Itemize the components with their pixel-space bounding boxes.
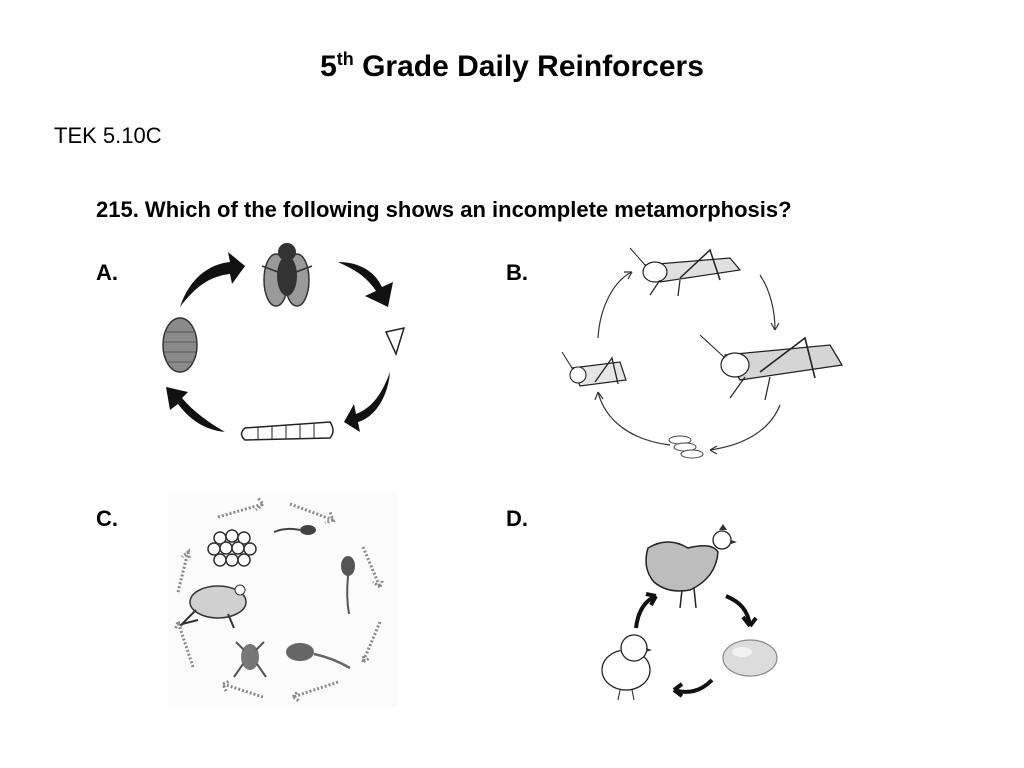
- tek-label: TEK 5.10C: [54, 123, 162, 148]
- chick-icon: [601, 634, 652, 701]
- cycle-arrow-icon: [180, 252, 245, 307]
- option-b-label: B.: [506, 260, 528, 285]
- froglet-icon: [233, 641, 267, 678]
- cycle-arrow-icon: [597, 391, 671, 446]
- egg-icon: [384, 326, 406, 357]
- frog-eggs-icon: [207, 529, 257, 567]
- egg-icon: [668, 435, 704, 459]
- cycle-arrow-icon: [166, 387, 225, 432]
- fly-icon: [261, 243, 313, 307]
- grasshopper-icon: [699, 334, 844, 401]
- option-d-label: D.: [506, 506, 528, 531]
- title-number: 5: [320, 50, 337, 83]
- larva-icon: [240, 421, 334, 441]
- cycle-arrow-icon: [344, 372, 390, 432]
- option-b-diagram: [560, 240, 850, 465]
- nymph-icon: [561, 351, 627, 387]
- slide-title: 5th Grade Daily Reinforcers: [0, 50, 1024, 84]
- egg-icon: [722, 639, 778, 677]
- option-a-label: A.: [96, 260, 118, 285]
- cycle-arrow-icon: [338, 262, 393, 307]
- question-text: 215. Which of the following shows an inc…: [96, 197, 792, 222]
- hen-icon: [645, 524, 737, 609]
- option-d-diagram: [590, 518, 780, 703]
- cycle-arrow-icon: [709, 404, 781, 451]
- title-text: Grade Daily Reinforcers: [353, 50, 704, 83]
- title-superscript: th: [336, 49, 354, 69]
- option-c-label: C.: [96, 506, 118, 531]
- frog-icon: [178, 584, 247, 629]
- option-c-diagram: [168, 492, 398, 707]
- cycle-arrow-icon: [759, 274, 776, 331]
- tadpole-icon: [273, 525, 316, 535]
- option-a-diagram: [150, 232, 420, 447]
- tadpole-icon: [341, 556, 355, 615]
- grasshopper-icon: [629, 247, 742, 297]
- pupa-icon: [162, 317, 198, 373]
- cycle-arrow-icon: [597, 271, 633, 339]
- tadpole-icon: [286, 643, 351, 670]
- cycle-arrow-icon: [173, 497, 385, 703]
